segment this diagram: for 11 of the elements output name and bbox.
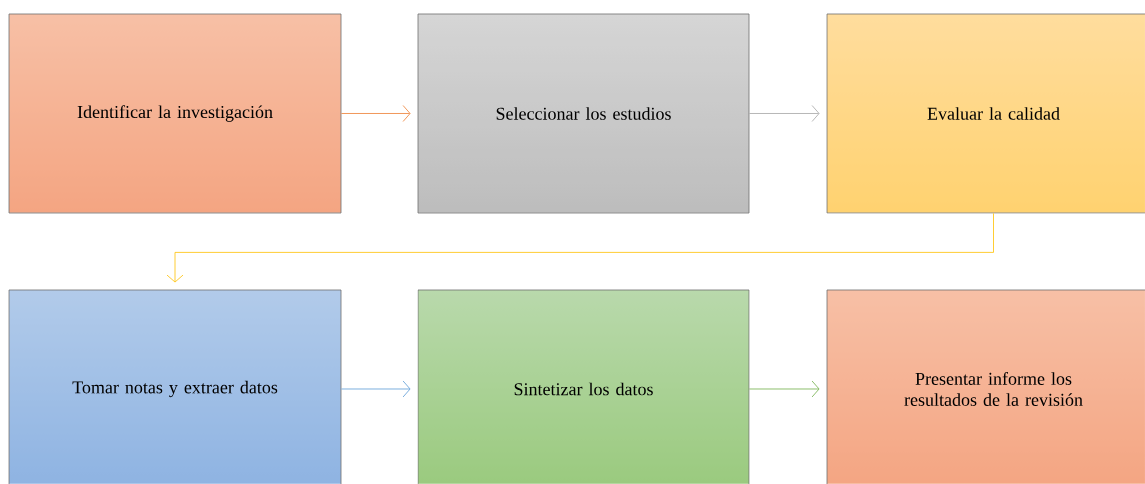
arrow — [341, 105, 411, 122]
arrow — [341, 380, 411, 398]
arrow — [166, 213, 994, 283]
process-box: Sintetizar los datos — [417, 289, 750, 484]
arrow — [749, 380, 820, 398]
process-box: Tomar notas y extraer datos — [8, 289, 342, 484]
arrow — [749, 105, 820, 122]
process-box: Evaluar la calidad — [826, 13, 1145, 214]
process-box: Seleccionar los estudios — [417, 13, 750, 214]
process-box: Presentar informe los resultados de la revisión — [826, 289, 1145, 484]
process-box: Identificar la investigación — [8, 13, 342, 214]
